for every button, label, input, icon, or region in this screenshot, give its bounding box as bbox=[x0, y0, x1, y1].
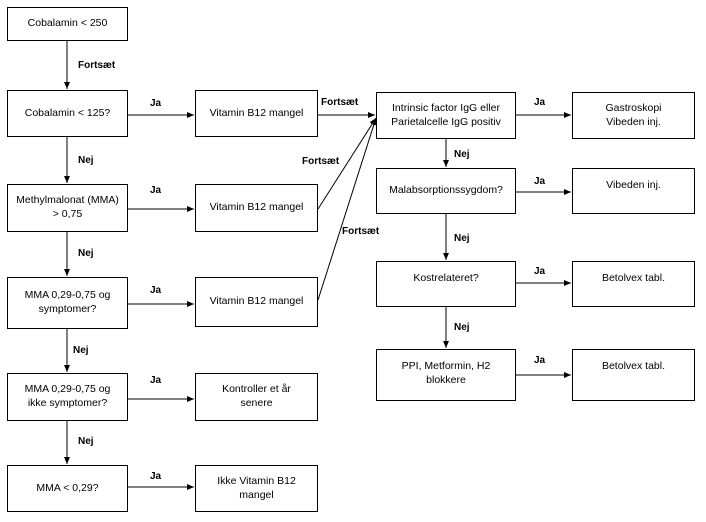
label-ja: Ja bbox=[534, 266, 546, 277]
box-betolvex-1: Betolvex tabl. bbox=[572, 261, 695, 307]
label-fortsaet: Fortsæt bbox=[78, 60, 116, 71]
label-ja: Ja bbox=[534, 176, 546, 187]
box-gastroskopi: Gastroskopi Vibeden inj. bbox=[572, 92, 695, 139]
label-fortsaet: Fortsæt bbox=[342, 226, 380, 237]
label-nej: Nej bbox=[78, 155, 94, 166]
box-mma-ikke-symptomer: MMA 0,29-0,75 og ikke symptomer? bbox=[7, 373, 128, 421]
label-ja: Ja bbox=[150, 185, 162, 196]
label-nej: Nej bbox=[73, 345, 89, 356]
label-fortsaet: Fortsæt bbox=[321, 97, 359, 108]
label-nej: Nej bbox=[454, 149, 470, 160]
box-b12-mangel-2: Vitamin B12 mangel bbox=[195, 184, 318, 232]
label-ja: Ja bbox=[534, 97, 546, 108]
box-mma-075: Methylmalonat (MMA) > 0,75 bbox=[7, 184, 128, 232]
box-mma-symptomer: MMA 0,29-0,75 og symptomer? bbox=[7, 277, 128, 329]
box-intrinsic-factor: Intrinsic factor IgG eller Parietalcelle… bbox=[376, 92, 516, 139]
label-nej: Nej bbox=[454, 233, 470, 244]
label-fortsaet: Fortsæt bbox=[302, 156, 340, 167]
box-ikke-b12-mangel: Ikke Vitamin B12 mangel bbox=[195, 465, 318, 512]
box-cobalamin-250: Cobalamin < 250 bbox=[7, 7, 128, 41]
box-b12-mangel-1: Vitamin B12 mangel bbox=[195, 90, 318, 137]
box-kostrelateret: Kostrelateret? bbox=[376, 261, 516, 307]
arrow-b12-intrinsic-2 bbox=[317, 117, 377, 210]
label-ja: Ja bbox=[150, 471, 162, 482]
label-nej: Nej bbox=[78, 436, 94, 447]
label-nej: Nej bbox=[454, 322, 470, 333]
arrow-b12-intrinsic-3 bbox=[317, 117, 377, 301]
box-kontroller: Kontroller et år senere bbox=[195, 373, 318, 421]
box-b12-mangel-3: Vitamin B12 mangel bbox=[195, 277, 318, 327]
label-ja: Ja bbox=[150, 375, 162, 386]
box-betolvex-2: Betolvex tabl. bbox=[572, 349, 695, 401]
box-malabsorption: Malabsorptionssygdom? bbox=[376, 168, 516, 214]
label-ja: Ja bbox=[150, 98, 162, 109]
box-ppi: PPI, Metformin, H2 blokkere bbox=[376, 349, 516, 401]
label-ja: Ja bbox=[150, 285, 162, 296]
box-mma-029: MMA < 0,29? bbox=[7, 465, 128, 512]
box-cobalamin-125: Cobalamin < 125? bbox=[7, 90, 128, 137]
box-vibeden: Vibeden inj. bbox=[572, 168, 695, 214]
label-ja: Ja bbox=[534, 355, 546, 366]
label-nej: Nej bbox=[78, 248, 94, 259]
